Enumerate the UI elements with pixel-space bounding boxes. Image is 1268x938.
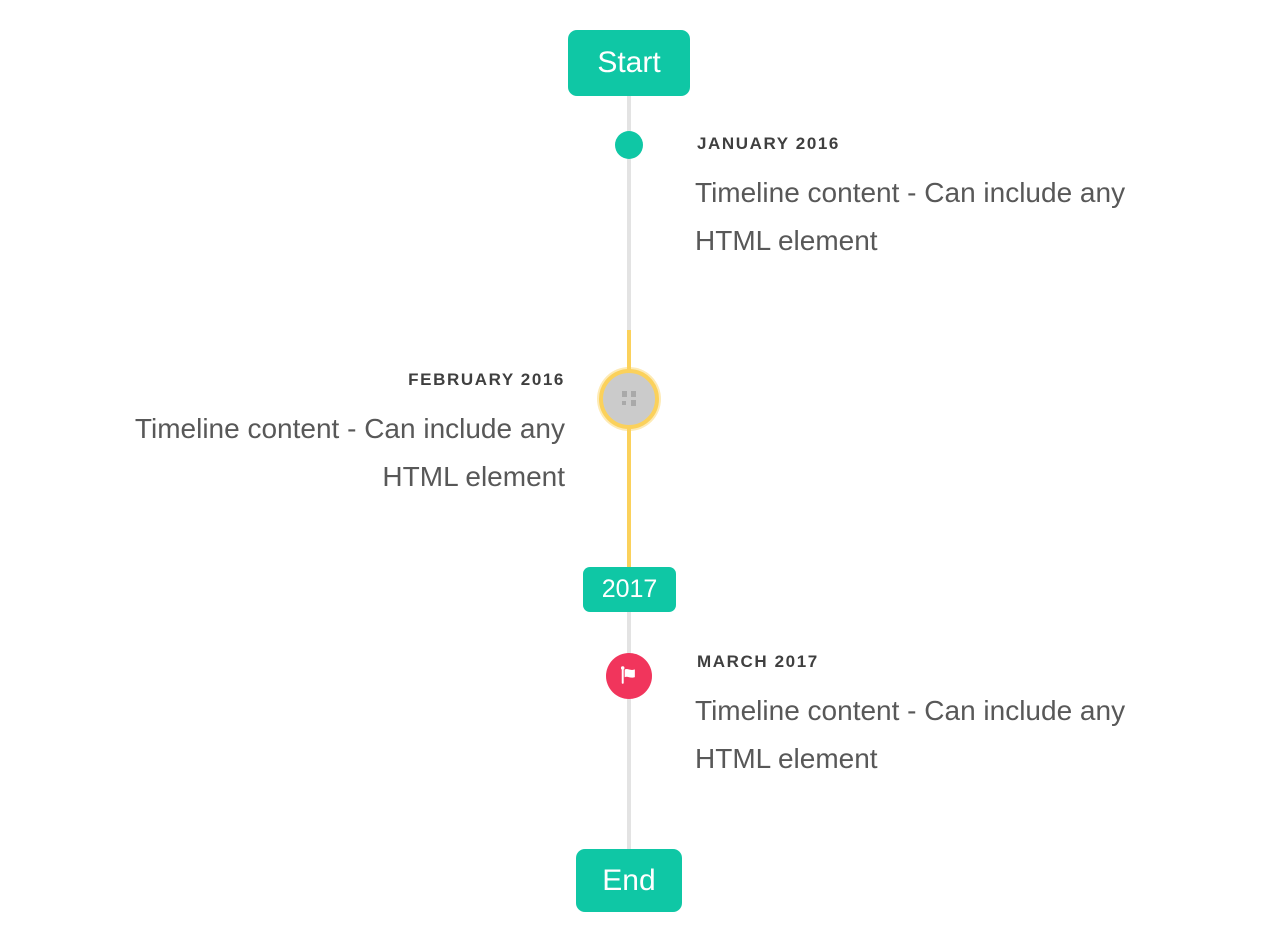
entry-content: Timeline content - Can include any HTML … xyxy=(695,687,1125,783)
flag-marker xyxy=(606,653,652,699)
timeline-start-badge: Start xyxy=(568,30,690,96)
entry-content-line: HTML element xyxy=(695,743,878,774)
entry-content-line: Timeline content - Can include any xyxy=(134,413,565,444)
entry-title: MARCH 2017 xyxy=(697,652,819,671)
image-marker xyxy=(599,369,659,429)
entry-content-line: HTML element xyxy=(382,461,565,492)
timeline-year-badge: 2017 xyxy=(583,567,676,612)
flag-icon xyxy=(620,666,635,684)
timeline-entry-january-2016: JANUARY 2016 Timeline content - Can incl… xyxy=(695,135,1125,265)
entry-content-line: HTML element xyxy=(695,225,878,256)
entry-content: Timeline content - Can include any HTML … xyxy=(695,169,1125,265)
timeline-line-highlight xyxy=(627,330,631,567)
broken-image-icon xyxy=(621,390,638,408)
timeline-end-badge: End xyxy=(576,849,682,912)
teal-dot-icon xyxy=(615,131,643,159)
entry-title: FEBRUARY 2016 xyxy=(408,370,565,389)
entry-title: JANUARY 2016 xyxy=(697,134,840,153)
entry-content: Timeline content - Can include any HTML … xyxy=(135,405,565,501)
timeline-entry-february-2016: FEBRUARY 2016 Timeline content - Can inc… xyxy=(135,371,565,501)
entry-content-line: Timeline content - Can include any xyxy=(695,177,1126,208)
timeline-entry-march-2017: MARCH 2017 Timeline content - Can includ… xyxy=(695,653,1125,783)
entry-content-line: Timeline content - Can include any xyxy=(695,695,1126,726)
